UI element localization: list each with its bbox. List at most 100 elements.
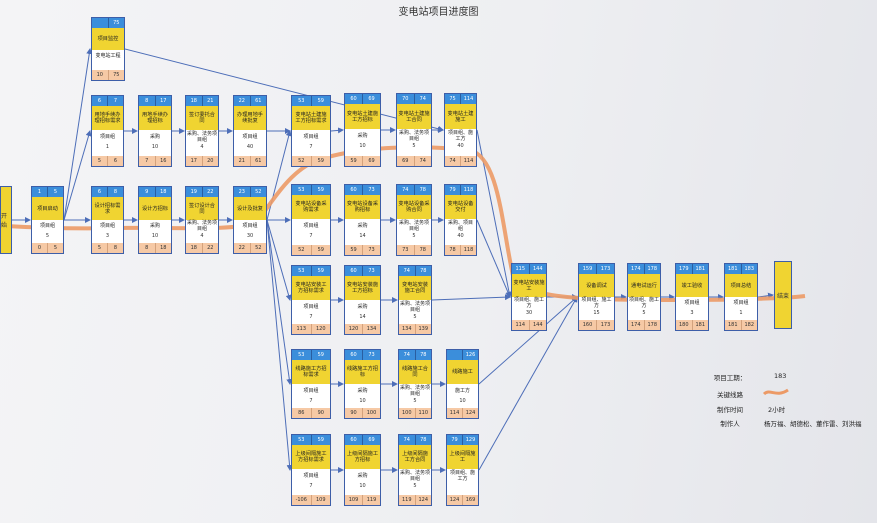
node-owner: 采购、法务项目组 (400, 384, 431, 397)
late-start: 69 (397, 156, 415, 166)
legend-critical-swatch (762, 388, 789, 396)
node-duration: 30 (246, 233, 254, 239)
late-start: 119 (399, 495, 416, 505)
node-title: 竣工验收 (676, 274, 708, 297)
late-start: 21 (234, 156, 251, 166)
node-duration: 10 (459, 398, 466, 404)
node-title: 签订设计合同 (186, 197, 218, 220)
early-finish: 73 (368, 268, 375, 274)
late-finish: 22 (207, 245, 214, 251)
node-duration: 5 (412, 233, 416, 239)
late-finish: 118 (463, 247, 474, 253)
node-title: 变电站设备采购需求 (292, 195, 330, 219)
node-owner: 项目组 (242, 223, 258, 229)
node-owner: 采购 (357, 303, 368, 310)
early-start: 159 (579, 264, 597, 274)
early-finish: 118 (463, 187, 474, 193)
node-owner: 项目组 (99, 133, 115, 140)
node-title: 变电站安装工方招标需求 (292, 276, 330, 300)
late-start: 8 (139, 243, 156, 253)
late-finish: 114 (463, 158, 474, 164)
late-start: 5 (92, 156, 108, 166)
late-finish: 75 (113, 72, 120, 78)
dependency-arrow (478, 296, 578, 385)
early-start: 174 (628, 264, 645, 274)
late-start: 52 (292, 156, 312, 166)
dependency-arrow (63, 130, 92, 221)
early-finish: 78 (419, 187, 426, 193)
early-start: 53 (292, 185, 312, 195)
early-finish: 59 (317, 187, 324, 193)
node-title: 办理用地手续批复 (234, 106, 266, 130)
node-title: 线路施工方招标 (345, 360, 380, 384)
late-start: 17 (186, 156, 203, 166)
late-start: 59 (345, 156, 363, 166)
late-finish: 144 (532, 322, 543, 328)
early-finish: 73 (368, 187, 375, 193)
node-duration: 5 (413, 398, 417, 404)
late-finish: 134 (366, 326, 377, 332)
late-finish: 59 (317, 247, 324, 253)
early-finish: 78 (420, 268, 427, 274)
node-header: 75 (92, 18, 124, 28)
early-finish: 59 (317, 268, 324, 274)
node-owner: 项目组、施工方 (447, 129, 473, 142)
late-start: 74 (445, 156, 461, 166)
node-owner: 采购、法务项目组 (187, 130, 218, 143)
early-start: 60 (345, 94, 363, 104)
node-owner: 采购 (357, 222, 368, 229)
node-title: 设计招标需求 (92, 197, 123, 220)
early-finish: 59 (317, 352, 324, 358)
node-footer: 10 75 (92, 70, 124, 80)
early-start: 79 (447, 435, 463, 445)
node-owner: 施工方 (454, 387, 470, 394)
dependency-arrow (63, 48, 93, 221)
node-owner: 项目组 (303, 303, 319, 310)
early-start: 74 (399, 350, 416, 360)
late-start: 78 (445, 245, 461, 255)
late-start: 86 (292, 408, 312, 418)
start-bar: 开始 (0, 186, 12, 254)
early-start: 22 (234, 96, 251, 106)
early-start: 53 (292, 96, 312, 106)
early-finish: 7 (113, 98, 118, 104)
node-title: 通电试运行 (628, 274, 660, 297)
late-finish: 110 (418, 410, 429, 416)
node-duration: 5 (642, 310, 646, 316)
node-title: 设计方招标 (139, 197, 171, 220)
late-finish: 73 (368, 247, 375, 253)
node-owner: 采购 (357, 472, 368, 479)
late-start: 10 (92, 70, 109, 80)
early-finish: 114 (463, 96, 474, 102)
node-owner: 采购、法务项目组 (398, 219, 429, 232)
node-title: 变电站安装施工 (512, 274, 546, 297)
legend-author-label: 制作人 (720, 420, 740, 428)
